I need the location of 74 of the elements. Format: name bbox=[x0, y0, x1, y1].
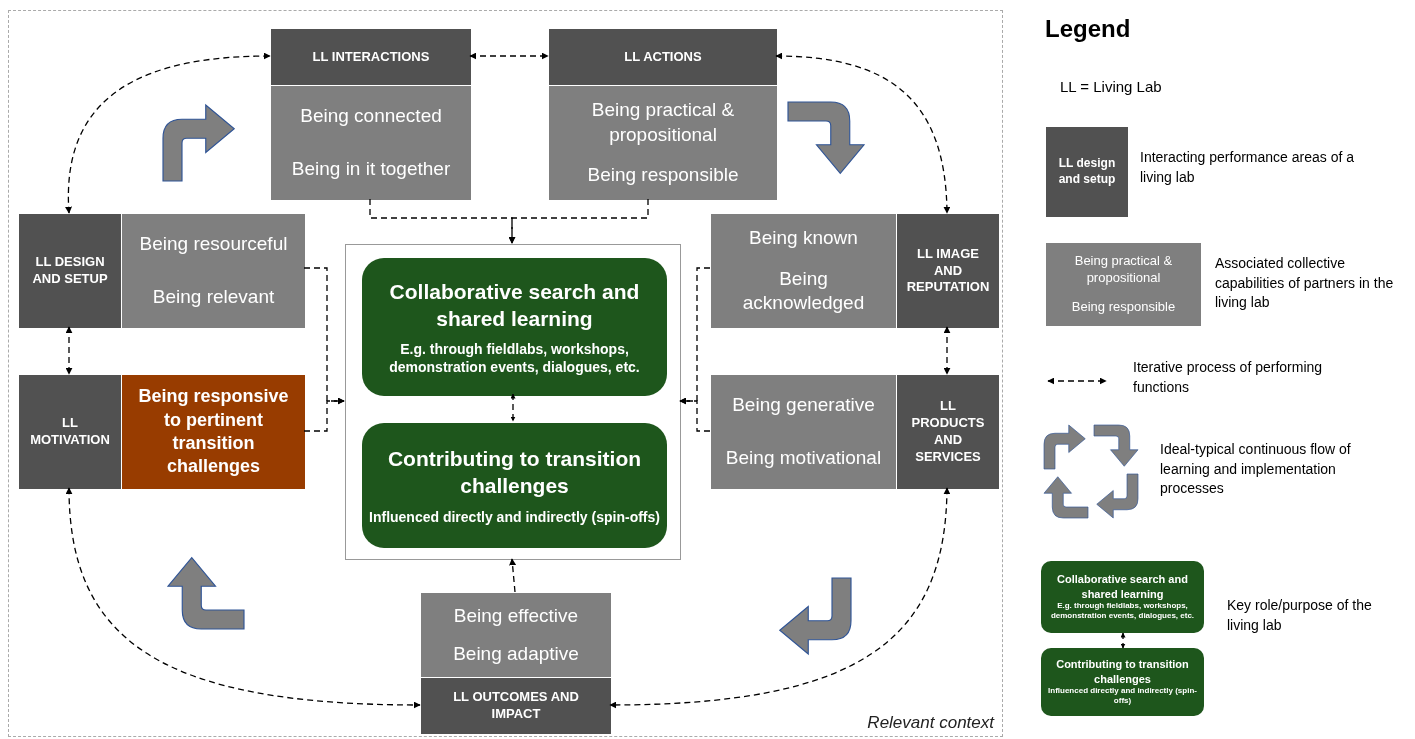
dashed-arrow bbox=[303, 397, 345, 432]
area-box bbox=[897, 375, 999, 489]
capability-text: Being generative bbox=[732, 393, 875, 418]
area-box bbox=[549, 29, 777, 85]
area-box bbox=[897, 214, 999, 328]
area-label: LL DESIGN AND SETUP bbox=[31, 254, 109, 288]
purpose-note: Influenced directly and indirectly (spin-offs) bbox=[1047, 685, 1198, 707]
area-box bbox=[19, 214, 121, 328]
capability-text: Being in it together bbox=[291, 157, 451, 182]
area-box bbox=[19, 375, 121, 489]
area-label: LL IMAGE AND REPUTATION bbox=[905, 245, 991, 297]
capability-text: Being responsive to pertinent transition challenges bbox=[137, 385, 290, 479]
area-label: LL MOTIVATION bbox=[29, 415, 111, 449]
area-label: LL PRODUCTS AND SERVICES bbox=[910, 398, 986, 466]
dashed-arrow bbox=[65, 52, 271, 214]
capability-box bbox=[122, 214, 305, 328]
capability-box bbox=[421, 593, 611, 677]
dashed-arrow bbox=[510, 393, 516, 422]
area-box bbox=[421, 678, 611, 734]
dashed-arrow bbox=[609, 487, 951, 709]
dashed-arrow bbox=[65, 326, 73, 375]
purpose-note: E.g. through fieldlabs, workshops, demonstration events, dialogues, etc. bbox=[1049, 600, 1196, 622]
legend-title: Legend bbox=[1045, 14, 1131, 44]
area-box bbox=[271, 29, 471, 85]
capability-text: Being practical & propositional bbox=[590, 98, 736, 147]
capability-text: Being known bbox=[749, 226, 858, 250]
context-frame bbox=[8, 10, 1003, 737]
note-text: LL = Living Lab bbox=[1060, 77, 1162, 97]
purpose-title: Contributing to transition challenges bbox=[386, 446, 643, 500]
purpose-title: Collaborative search and shared learning bbox=[1056, 572, 1189, 601]
dashed-arrow bbox=[1120, 632, 1126, 649]
area-label: LL OUTCOMES AND IMPACT bbox=[452, 689, 580, 723]
capability-box bbox=[711, 375, 896, 489]
area-label: LL design and setup bbox=[1057, 156, 1117, 188]
capability-text: Being responsible bbox=[587, 163, 739, 188]
area-label: LL INTERACTIONS bbox=[312, 48, 430, 66]
legend-text: Ideal-typical continuous flow of learning and implementation processes bbox=[1160, 440, 1352, 499]
purpose-note: Influenced directly and indirectly (spin-offs) bbox=[369, 507, 660, 526]
legend-text: Associated collective capabilities of partners in the living lab bbox=[1215, 254, 1395, 313]
capability-box bbox=[711, 214, 896, 328]
context-label: Relevant context bbox=[867, 711, 994, 734]
capability-text: Being adaptive bbox=[453, 641, 579, 666]
dashed-arrow bbox=[509, 558, 517, 593]
capability-text: Being connected bbox=[300, 104, 442, 129]
capability-box bbox=[122, 375, 305, 489]
capability-text: Being resourceful bbox=[139, 232, 288, 257]
purpose-box bbox=[362, 423, 667, 548]
dashed-arrow bbox=[943, 326, 951, 375]
area-label: LL ACTIONS bbox=[624, 48, 702, 66]
area-box bbox=[1046, 127, 1128, 217]
purpose-box bbox=[362, 258, 667, 396]
capability-text: Being acknowledged bbox=[741, 266, 866, 316]
purpose-title: Collaborative search and shared learning bbox=[388, 278, 641, 332]
legend-text: Key role/purpose of the living lab bbox=[1227, 596, 1373, 635]
purpose-title: Contributing to transition challenges bbox=[1055, 657, 1190, 686]
capability-text: Being responsible bbox=[1071, 299, 1176, 316]
frame-box bbox=[345, 244, 681, 560]
purpose-box bbox=[1041, 648, 1204, 716]
capability-text: Being motivational bbox=[725, 446, 882, 471]
capability-text: Being practical & propositional bbox=[1073, 253, 1174, 287]
capability-box bbox=[271, 86, 471, 200]
dashed-arrow bbox=[469, 52, 549, 60]
dashed-arrow bbox=[65, 487, 421, 709]
dashed-arrow bbox=[508, 198, 649, 244]
dashed-arrow bbox=[775, 52, 951, 214]
dashed-arrow bbox=[679, 397, 711, 432]
capability-box bbox=[549, 86, 777, 200]
purpose-box bbox=[1041, 561, 1204, 633]
capability-box bbox=[1046, 243, 1201, 326]
legend-text: Interacting performance areas of a living lab bbox=[1140, 148, 1355, 187]
capability-text: Being relevant bbox=[152, 285, 275, 310]
legend-text: Iterative process of performing functions bbox=[1133, 358, 1324, 397]
purpose-note: E.g. through fieldlabs, workshops, demonstration events, dialogues, etc. bbox=[388, 340, 641, 377]
capability-text: Being effective bbox=[453, 603, 579, 628]
